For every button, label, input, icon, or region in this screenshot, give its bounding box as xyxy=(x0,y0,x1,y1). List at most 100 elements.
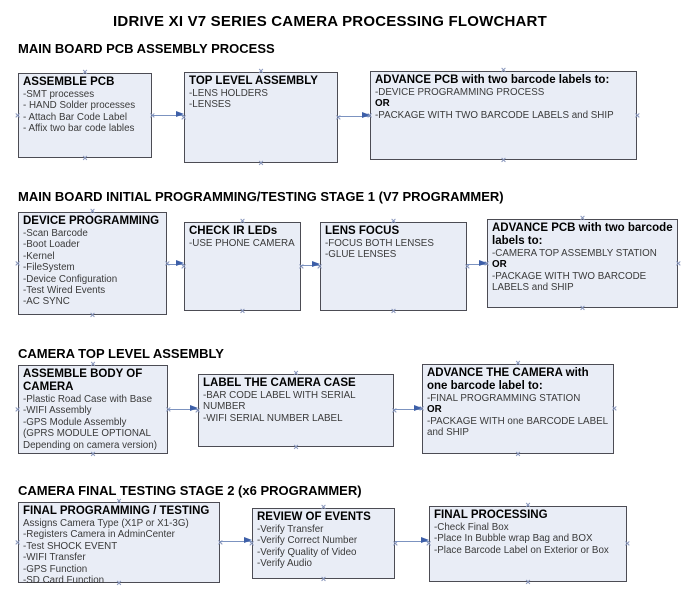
box-check-ir-leds: CHECK IR LEDs -USE PHONE CAMERA ×××× xyxy=(181,217,304,316)
arrow-assemble-pcb-to-top-level xyxy=(152,111,184,118)
box-line: -Verify Audio xyxy=(257,558,313,570)
connection-handle-b-icon: × xyxy=(500,155,507,165)
box-line: -Verify Transfer xyxy=(257,524,324,535)
box-title: ADVANCE PCB with two barcode labels to: xyxy=(492,222,673,247)
box-line: -USE PHONE CAMERA xyxy=(189,238,295,249)
box-line: -FOCUS BOTH LENSES xyxy=(325,238,434,249)
connection-handle-b-icon: × xyxy=(89,310,96,320)
box-final-processing: FINAL PROCESSING -Check Final Box -Place… xyxy=(426,501,630,587)
connection-handle-r-icon: × xyxy=(391,405,397,415)
box-advance-pcb-two-labels-stage1: ADVANCE PCB with two barcode labels to: … xyxy=(484,214,681,313)
box-line: -SD Card Function xyxy=(23,575,105,587)
box-line: -CAMERA TOP ASSEMBLY STATION xyxy=(492,248,657,259)
arrow-label-case-to-advance-camera xyxy=(394,405,422,412)
box-title: ASSEMBLE PCB xyxy=(23,76,115,88)
box-line: -AC SYNC xyxy=(23,296,70,308)
box-line: -WIFI SERIAL NUMBER LABEL xyxy=(203,412,343,424)
connection-handle-r-icon: × xyxy=(624,538,630,549)
connection-handle-b-icon: × xyxy=(320,574,327,584)
connection-handle-r-icon: × xyxy=(298,261,304,271)
connection-handle-l-icon: × xyxy=(15,537,21,547)
connection-handle-r-icon: × xyxy=(335,112,341,122)
box-title: REVIEW OF EVENTS xyxy=(257,511,371,523)
section-heading-camera-top-assembly: CAMERA TOP LEVEL ASSEMBLY xyxy=(18,346,224,361)
box-lens-focus: LENS FOCUS -FOCUS BOTH LENSES -GLUE LENS… xyxy=(317,217,470,316)
box-line: -Place In Bubble wrap Bag and BOX xyxy=(434,533,593,545)
box-title: ADVANCE THE CAMERA with one barcode labe… xyxy=(427,367,589,392)
box-line: Depending on camera version) xyxy=(23,439,157,451)
box-line: -FINAL PROGRAMMING STATION xyxy=(427,393,581,404)
box-line: -Device Configuration xyxy=(23,273,118,285)
box-title: ASSEMBLE BODY OF CAMERA xyxy=(23,368,143,393)
box-line: (GPRS MODULE OPTIONAL xyxy=(23,428,151,440)
box-title: FINAL PROGRAMMING / TESTING xyxy=(23,505,210,517)
connection-handle-b-icon: × xyxy=(82,153,88,163)
connection-handle-b-icon: × xyxy=(525,577,531,587)
box-line: -BAR CODE LABEL WITH SERIAL NUMBER xyxy=(203,390,356,413)
arrow-assemble-body-to-label-case xyxy=(168,405,198,412)
box-line: -Test Wired Events xyxy=(23,285,106,297)
box-line: -LENSES xyxy=(189,99,231,111)
box-title: TOP LEVEL ASSEMBLY xyxy=(189,75,318,87)
box-line: -SMT processes xyxy=(23,89,95,100)
box-line: -Registers Camera in AdminCenter xyxy=(23,529,175,541)
connection-handle-l-icon: × xyxy=(15,404,21,414)
connection-handle-b-icon: × xyxy=(579,303,586,313)
connection-handle-r-icon: × xyxy=(217,537,223,547)
connection-handle-l-icon: × xyxy=(15,258,21,268)
box-top-level-assembly: TOP LEVEL ASSEMBLY -LENS HOLDERS -LENSES… xyxy=(181,67,341,168)
section-heading-final-testing: CAMERA FINAL TESTING STAGE 2 (x6 PROGRAM… xyxy=(18,483,362,498)
box-line: -WIFI Transfer xyxy=(23,552,86,564)
box-line-or: OR xyxy=(375,98,390,110)
box-title: LENS FOCUS xyxy=(325,225,400,237)
connection-handle-r-icon: × xyxy=(675,258,681,268)
box-title: ADVANCE PCB with two barcode labels to: xyxy=(375,74,610,86)
connection-handle-r-icon: × xyxy=(611,403,617,414)
box-line: -FileSystem xyxy=(23,262,75,274)
box-line: -WIFI Assembly xyxy=(23,405,92,417)
connection-handle-b-icon: × xyxy=(390,306,397,316)
box-line: -PACKAGE WITH TWO BARCODE LABELS and SHI… xyxy=(375,109,614,121)
box-line: -Verify Correct Number xyxy=(257,535,358,547)
box-line: -Test SHOCK EVENT xyxy=(23,540,118,552)
connection-handle-b-icon: × xyxy=(293,442,299,452)
box-line: -Scan Barcode xyxy=(23,228,88,239)
box-title: DEVICE PROGRAMMING xyxy=(23,215,160,227)
box-device-programming: DEVICE PROGRAMMING -Scan Barcode -Boot L… xyxy=(15,207,170,320)
box-line: -PACKAGE WITH TWO BARCODE LABELS and SHI… xyxy=(492,270,647,294)
box-line: -Kernel xyxy=(23,250,55,262)
arrow-final-programming-to-review xyxy=(220,537,252,544)
connection-handle-l-icon: × xyxy=(15,110,21,120)
box-line: -Verify Quality of Video xyxy=(257,546,357,558)
arrow-lens-focus-to-advance-pcb xyxy=(467,260,487,267)
arrow-top-level-to-advance-pcb xyxy=(338,112,370,119)
box-line: -GPS Function xyxy=(23,563,88,575)
box-line: -LENS HOLDERS xyxy=(189,88,268,99)
box-line-or: OR xyxy=(427,404,442,416)
arrow-check-ir-to-lens-focus xyxy=(301,261,320,268)
box-final-programming-testing: FINAL PROGRAMMING / TESTING Assigns Came… xyxy=(15,497,223,588)
box-line: - Affix two bar code lables xyxy=(23,123,135,135)
section-heading-pcb-assembly: MAIN BOARD PCB ASSEMBLY PROCESS xyxy=(18,41,275,56)
box-line: -DEVICE PROGRAMMING PROCESS xyxy=(375,87,545,98)
box-advance-pcb-two-labels: ADVANCE PCB with two barcode labels to: … xyxy=(367,66,640,165)
connection-handle-b-icon: × xyxy=(515,449,521,459)
box-title: FINAL PROCESSING xyxy=(434,509,548,521)
section-heading-initial-programming: MAIN BOARD INITIAL PROGRAMMING/TESTING S… xyxy=(18,189,504,204)
box-assemble-body-of-camera: ASSEMBLE BODY OF CAMERA -Plastic Road Ca… xyxy=(15,360,171,459)
box-title: CHECK IR LEDs xyxy=(189,225,278,237)
box-line: -Plastic Road Case with Base xyxy=(23,394,153,405)
box-line: - HAND Solder processes xyxy=(23,100,136,112)
box-line: -Boot Loader xyxy=(23,239,80,251)
connection-handle-b-icon: × xyxy=(90,449,96,459)
box-line: -GLUE LENSES xyxy=(325,249,397,261)
connection-handle-b-icon: × xyxy=(239,306,246,316)
box-line-or: OR xyxy=(492,259,507,271)
arrow-review-to-final-processing xyxy=(395,537,429,544)
box-label-the-camera-case: LABEL THE CAMERA CASE -BAR CODE LABEL WI… xyxy=(195,369,397,452)
box-line: -Check Final Box xyxy=(434,522,509,533)
box-line: Assigns Camera Type (X1P or X1-3G) xyxy=(23,518,189,529)
box-title: LABEL THE CAMERA CASE xyxy=(203,377,356,389)
box-review-of-events: REVIEW OF EVENTS -Verify Transfer -Verif… xyxy=(249,503,398,584)
